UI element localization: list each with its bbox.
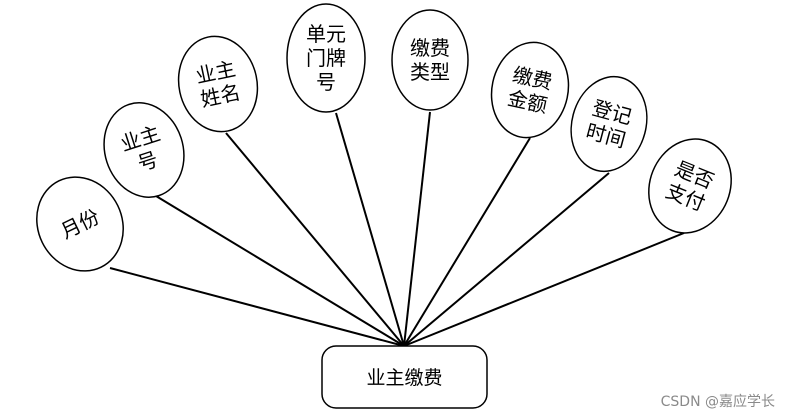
attribute-ellipse [177,35,259,133]
entity-box [321,345,488,409]
attribute-ellipse [648,138,732,234]
attribute-ellipse [391,9,469,111]
attribute-node: 月份 [36,176,124,272]
watermark: CSDN @嘉应学长 [660,394,775,410]
connector-line [403,232,685,347]
attribute-label: 类型 [410,60,450,84]
attribute-label: 号 [316,70,336,94]
connector-line [155,195,405,347]
connector-line [403,111,431,347]
connector-line [109,267,405,347]
entity-node: 业主缴费 [321,345,488,409]
connector-line [403,137,531,347]
attribute-label: 门牌 [306,46,346,70]
attribute-ellipse [286,3,366,113]
entity-label: 业主缴费 [366,367,442,389]
connector-line [335,112,405,347]
attribute-ellipse [570,75,648,173]
attribute-node: 业主号 [103,102,185,198]
attribute-ellipse [490,41,570,139]
attribute-nodes: 月份业主号业主姓名单元门牌号缴费类型缴费金额登记时间是否支付 [36,3,732,272]
attribute-label: 缴费 [410,36,450,60]
connector-line [403,172,610,347]
connector-line [225,132,405,347]
attribute-ellipse [103,102,185,198]
attribute-ellipse [36,176,124,272]
attribute-label: 单元 [306,22,346,46]
connector-lines [109,111,685,347]
